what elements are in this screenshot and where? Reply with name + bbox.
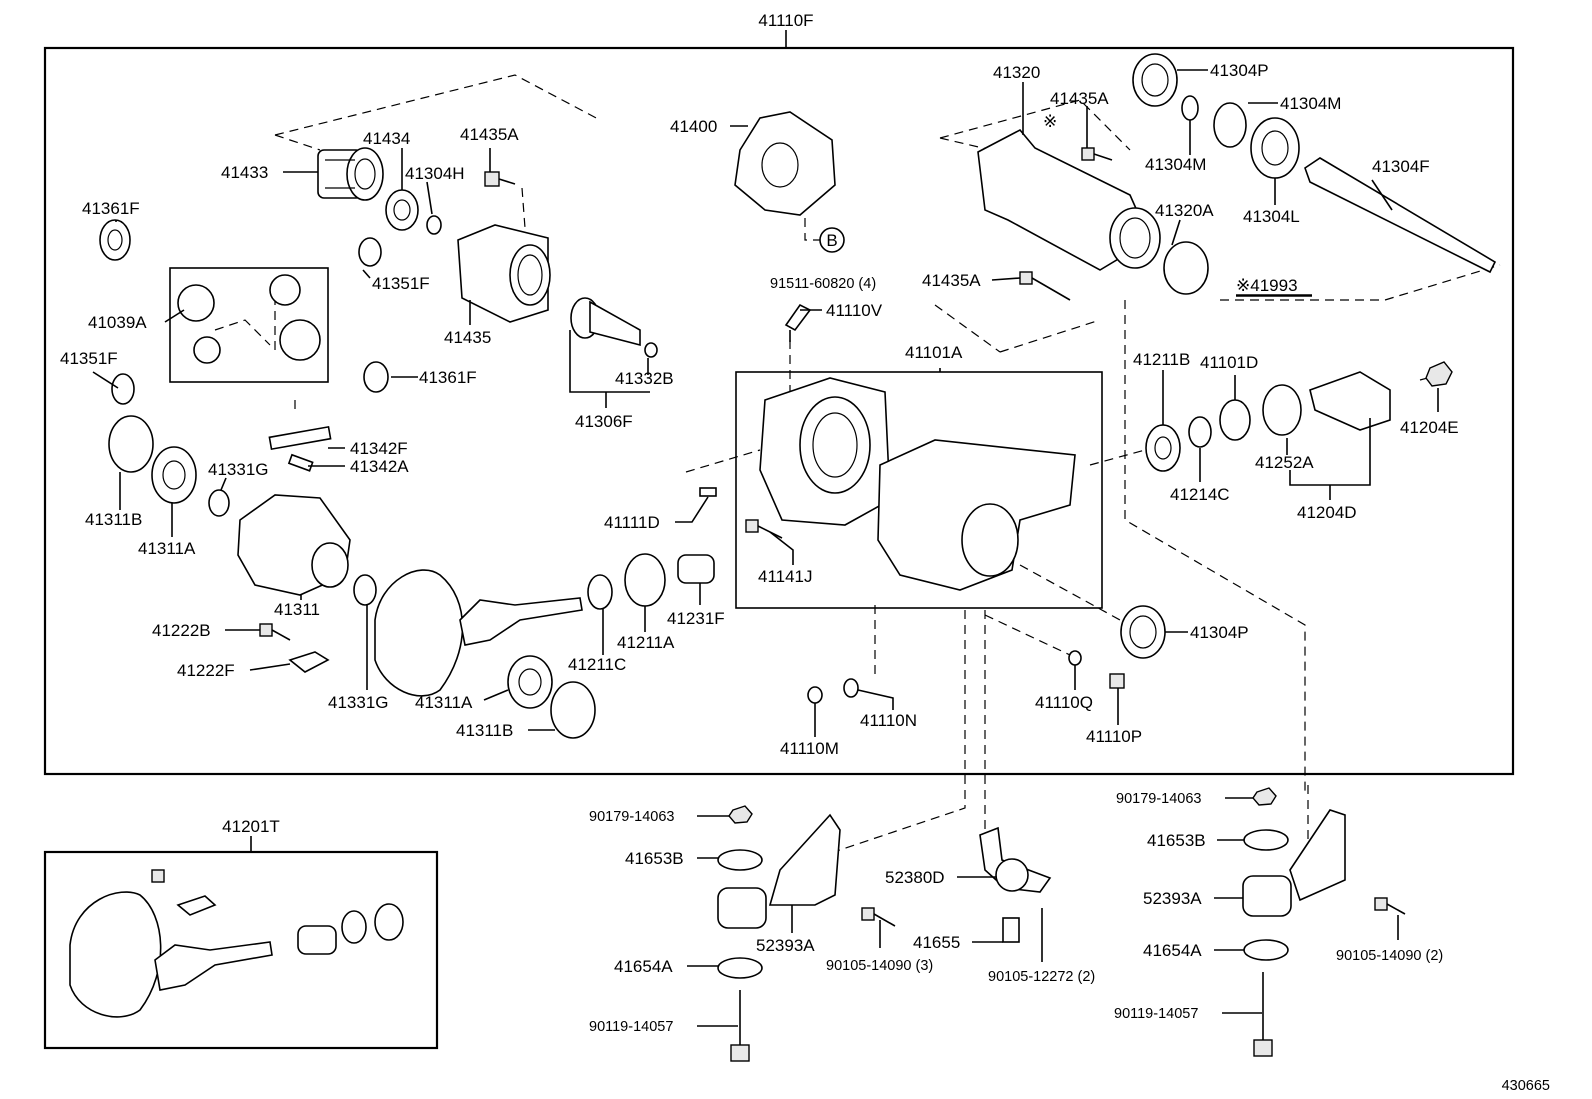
bracket-41400	[734, 111, 836, 216]
label-41311B-bot: 41311B	[456, 721, 513, 740]
label-41361F-top: 41361F	[82, 199, 140, 218]
label-41039A: 41039A	[88, 313, 147, 332]
label-52393A-right: 52393A	[1143, 889, 1202, 908]
label-41110V: 41110V	[826, 301, 883, 320]
diff-case-41311	[237, 494, 351, 596]
pinion-shaft-41306F	[570, 297, 641, 347]
label-41101A: 41101A	[905, 343, 963, 362]
label-90179-right: 90179-14063	[1116, 791, 1201, 807]
label-41342A: 41342A	[350, 457, 409, 476]
label-41993: ※41993	[1236, 276, 1298, 295]
coupling-41433	[317, 147, 384, 201]
mount-right	[1242, 787, 1346, 1057]
bolt-41435A-top	[484, 171, 516, 187]
label-41351F-mid: 41351F	[372, 274, 430, 293]
label-90179-left: 90179-14063	[589, 809, 674, 825]
ring-gear	[374, 569, 583, 697]
label-52393A-left: 52393A	[756, 936, 815, 955]
label-41320: 41320	[993, 63, 1040, 82]
label-41435A-r2: 41435A	[922, 271, 981, 290]
part-drawings	[69, 53, 1497, 1062]
label-B: B	[826, 231, 837, 250]
ring-pinion-kit-drawing	[69, 869, 404, 1018]
label-41304H: 41304H	[405, 164, 465, 183]
label-90105-12272: 90105-12272 (2)	[988, 969, 1095, 985]
label-41304L: 41304L	[1243, 207, 1300, 226]
label-91511: 91511-60820 (4)	[770, 276, 876, 292]
label-41110N: 41110N	[860, 711, 917, 730]
label-41311: 41311	[274, 600, 320, 619]
ring-pinion-kit-frame	[43, 850, 439, 1050]
label-41434: 41434	[363, 129, 410, 148]
label-41222F: 41222F	[177, 661, 235, 680]
label-90119-left: 90119-14057	[589, 1019, 673, 1035]
label-41653B-left: 41653B	[625, 849, 684, 868]
label-41211B: 41211B	[1133, 350, 1190, 369]
label-41304P-top: 41304P	[1210, 61, 1269, 80]
part-labels: 41110F 41201T 430665 41433 41434 41435A …	[60, 11, 1550, 1094]
label-52380D: 52380D	[885, 868, 945, 887]
label-41110Q: 41110Q	[1035, 693, 1093, 712]
label-41222B: 41222B	[152, 621, 211, 640]
pinion-gears-41039A	[177, 274, 321, 364]
extension-housing-41435	[457, 224, 551, 323]
label-41304F: 41304F	[1372, 157, 1430, 176]
label-41211A: 41211A	[617, 633, 675, 652]
damper-52380D	[979, 826, 1052, 943]
carrier-case-41101A	[759, 377, 1076, 591]
label-41332B: 41332B	[615, 369, 674, 388]
label-41331G-top: 41331G	[208, 460, 269, 479]
label-41361F-mid: 41361F	[419, 368, 477, 387]
label-41311A-bot: 41311A	[415, 693, 473, 712]
label-41110M: 41110M	[780, 739, 839, 758]
label-41211C: 41211C	[568, 655, 626, 674]
label-41331G-bot: 41331G	[328, 693, 389, 712]
label-41311B-left: 41311B	[85, 510, 142, 529]
label-41435A-r1: 41435A	[1050, 89, 1109, 108]
label-90105-14090-2: 90105-14090 (2)	[1336, 948, 1443, 964]
label-41653B-right: 41653B	[1147, 831, 1206, 850]
label-41433: 41433	[221, 163, 268, 182]
label-41204D: 41204D	[1297, 503, 1357, 522]
label-41304M-b: 41304M	[1145, 155, 1206, 174]
label-41320A: 41320A	[1155, 201, 1214, 220]
label-41111D: 41111D	[604, 513, 660, 532]
axle-tube-41320	[977, 128, 1161, 271]
carrier-case-subbox	[735, 371, 1103, 609]
label-41141J: 41141J	[758, 567, 813, 586]
label-diagram-number: 430665	[1502, 1078, 1550, 1094]
label-41204E: 41204E	[1400, 418, 1459, 437]
mount-left	[717, 805, 841, 1062]
label-41351F-left: 41351F	[60, 349, 118, 368]
label-41654A-left: 41654A	[614, 957, 673, 976]
label-41435: 41435	[444, 328, 491, 347]
label-ref-note: ※	[1043, 112, 1057, 131]
label-41435A-top: 41435A	[460, 125, 519, 144]
label-41306F: 41306F	[575, 412, 633, 431]
label-90105-14090-3: 90105-14090 (3)	[826, 958, 933, 974]
label-41311A-left: 41311A	[138, 539, 196, 558]
label-41252A: 41252A	[1255, 453, 1314, 472]
label-41101D: 41101D	[1200, 353, 1258, 372]
main-assembly-frame	[43, 46, 1515, 776]
differential-pinion-subbox	[169, 267, 329, 383]
label-41110F: 41110F	[758, 11, 813, 30]
label-41201T: 41201T	[222, 817, 280, 836]
label-90119-right: 90119-14057	[1114, 1006, 1198, 1022]
label-41214C: 41214C	[1170, 485, 1230, 504]
label-41231F: 41231F	[667, 609, 725, 628]
label-41110P: 41110P	[1086, 727, 1142, 746]
label-41342F: 41342F	[350, 439, 408, 458]
label-41304P-bot: 41304P	[1190, 623, 1249, 642]
label-41304M-a: 41304M	[1280, 94, 1341, 113]
leader-lines	[92, 69, 1439, 1027]
label-41655: 41655	[913, 933, 960, 952]
label-41400: 41400	[670, 117, 717, 136]
label-41654A-right: 41654A	[1143, 941, 1202, 960]
